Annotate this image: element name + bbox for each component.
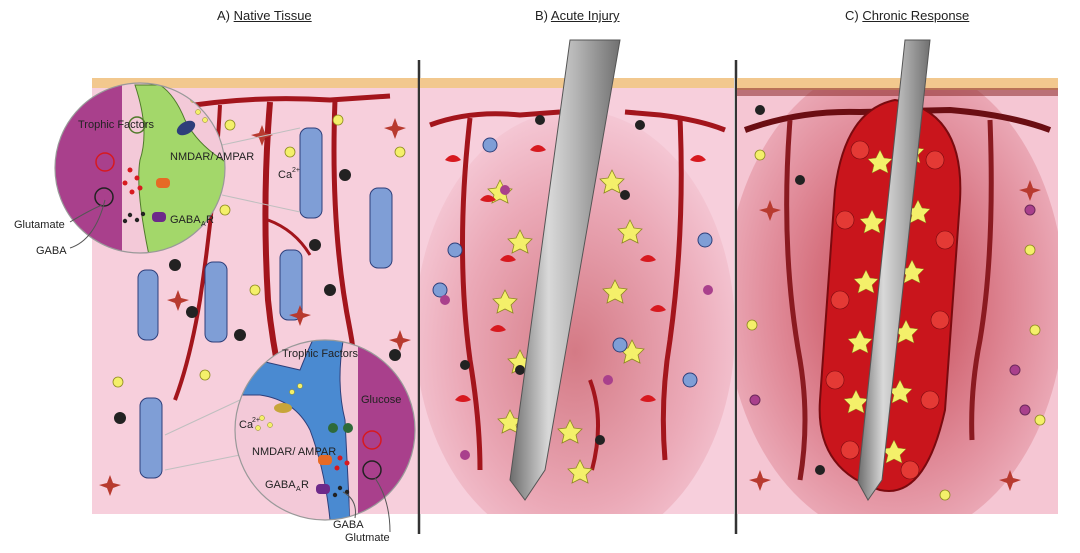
svg-text:Ca: Ca <box>239 419 254 431</box>
svg-text:R: R <box>206 214 214 226</box>
panel-c-outer-cells <box>746 105 1046 501</box>
svg-text:2+: 2+ <box>252 417 260 424</box>
panel-b-vessels <box>429 109 726 471</box>
top-inset-arrows <box>69 199 106 249</box>
panel-a-neurons <box>99 114 411 496</box>
svg-text:Glucose: Glucose <box>361 394 401 406</box>
svg-text:GABA: GABA <box>36 245 67 257</box>
svg-text:Trophic Factors: Trophic Factors <box>78 119 155 131</box>
svg-text:A: A <box>201 221 206 228</box>
bottom-inset-magnifier <box>234 339 416 521</box>
svg-text:Glutmate: Glutmate <box>345 532 390 544</box>
top-inset-labels: Trophic Factors NMDAR/ AMPAR GABA A R Gl… <box>14 119 254 257</box>
svg-text:GABA: GABA <box>170 214 201 226</box>
svg-text:NMDAR/ AMPAR: NMDAR/ AMPAR <box>170 151 254 163</box>
svg-text:GABA: GABA <box>265 479 296 491</box>
svg-text:A: A <box>296 486 301 493</box>
panel-title-c: C) Chronic Response <box>845 8 970 23</box>
svg-text:2+: 2+ <box>292 167 300 174</box>
bottom-inset-labels: Trophic Factors Glucose Ca 2+ NMDAR/ AMP… <box>239 348 401 544</box>
panel-title-b: B) Acute Injury <box>535 8 620 23</box>
calcium-label: Ca 2+ <box>278 167 300 181</box>
svg-text:Glutamate: Glutamate <box>14 219 65 231</box>
svg-text:NMDAR/ AMPAR: NMDAR/ AMPAR <box>252 446 336 458</box>
panel-title-a: A) Native Tissue <box>217 8 312 23</box>
bottom-inset-arrows <box>342 477 391 533</box>
svg-text:Ca: Ca <box>278 169 293 181</box>
svg-text:R: R <box>301 479 309 491</box>
panel-b-probe <box>509 39 621 501</box>
panel-c-probe <box>857 39 931 501</box>
inset-connectors <box>164 127 301 471</box>
svg-text:GABA: GABA <box>333 519 364 531</box>
svg-text:Trophic Factors: Trophic Factors <box>282 348 359 360</box>
